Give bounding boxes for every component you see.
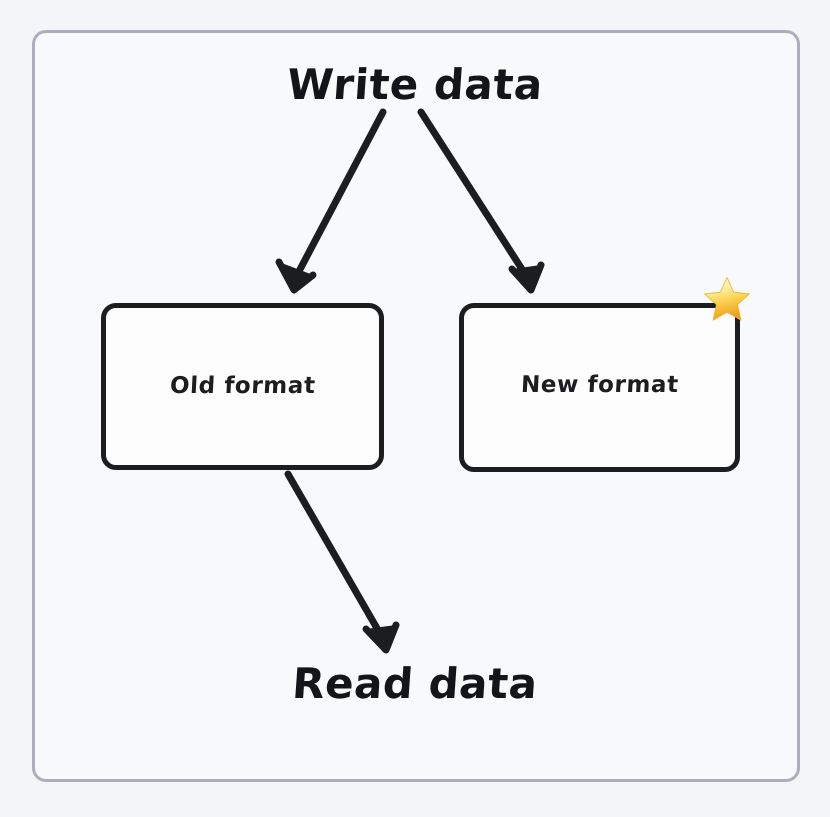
node-new-format[interactable]: New format [459,303,740,472]
node-old-format[interactable]: Old format [101,303,384,470]
node-old-format-label: Old format [169,372,316,399]
write-data-title: Write data [285,60,545,109]
node-new-format-label: New format [519,371,680,398]
read-data-title: Read data [290,659,540,708]
star-icon [704,277,750,321]
